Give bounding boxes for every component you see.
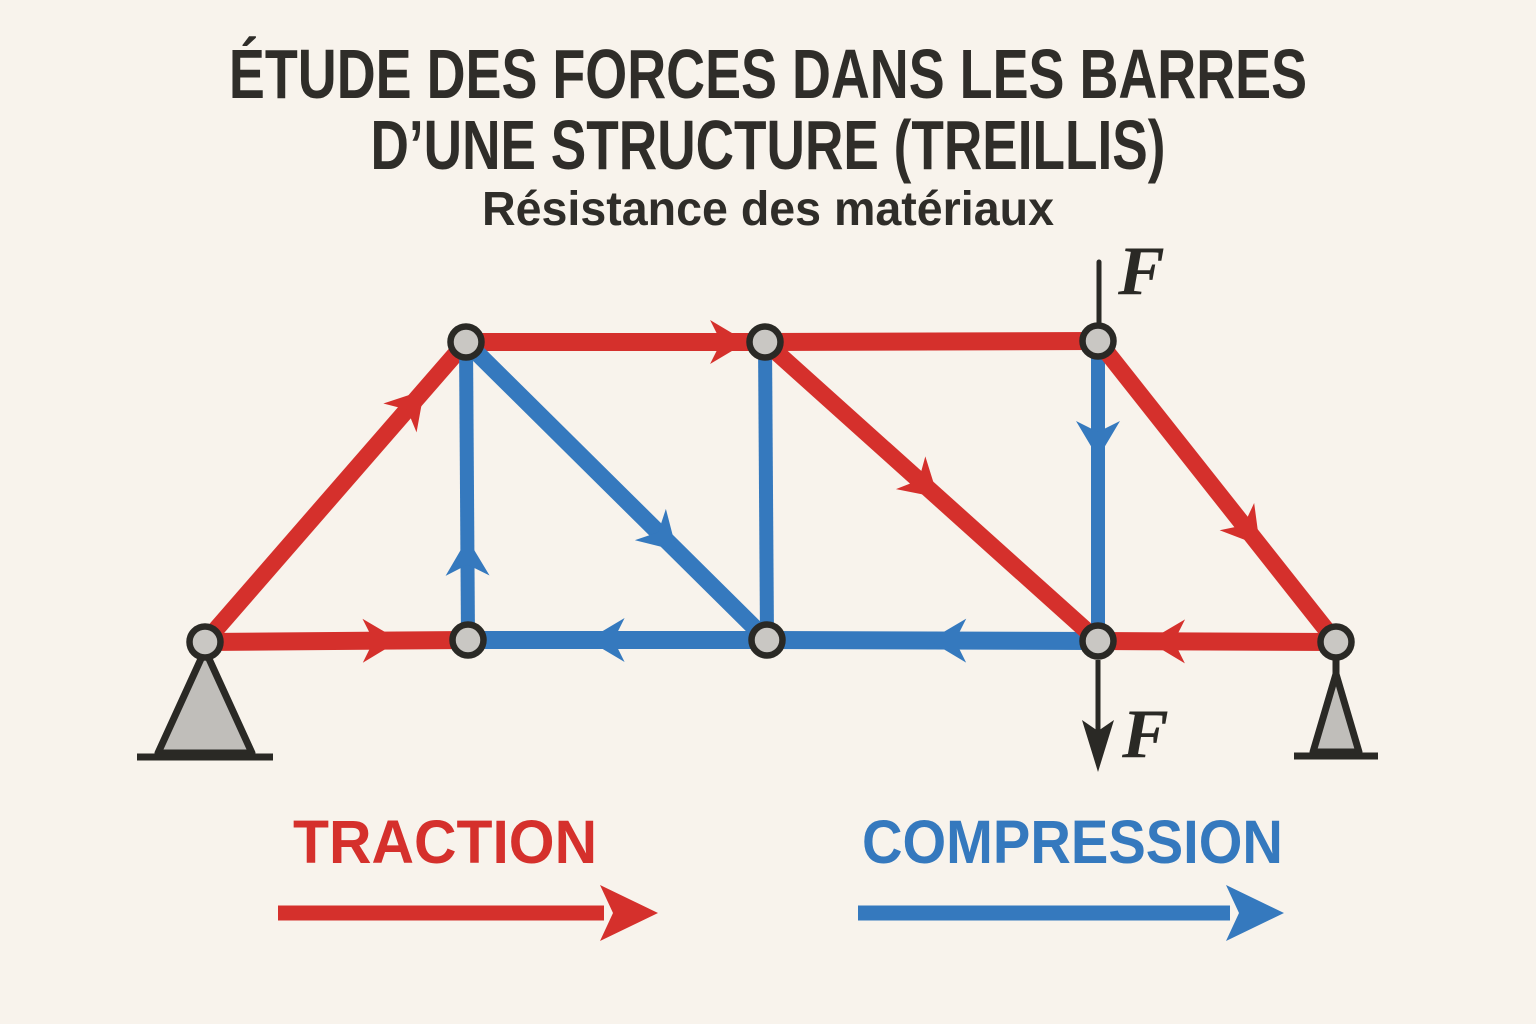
node-b1 xyxy=(449,621,487,659)
bottom-force-label: F xyxy=(1121,696,1169,773)
member-a-b1 xyxy=(204,631,469,651)
node-t1 xyxy=(447,323,485,361)
member-t3-e-arrowhead xyxy=(1219,503,1260,546)
member-t1-t2-arrowhead xyxy=(710,320,748,364)
member-a-t1 xyxy=(198,336,473,648)
member-a-b1-arrowhead xyxy=(362,618,400,663)
member-b2-b1-arrowhead xyxy=(587,618,625,662)
bottom-force-arrowhead xyxy=(1082,720,1114,772)
title-line-1: ÉTUDE DES FORCES DANS LES BARRES xyxy=(228,35,1308,113)
member-t1-b2-arrowhead xyxy=(634,508,677,551)
member-t1-b2 xyxy=(460,335,773,647)
node-b2 xyxy=(748,621,786,659)
right-roller-support-triangle xyxy=(1309,670,1363,756)
member-e-b3 xyxy=(1097,632,1337,651)
compression-arrow-head xyxy=(1226,885,1284,941)
member-e-b3-arrowhead xyxy=(1147,619,1186,664)
member-t2-b2 xyxy=(758,341,774,641)
member-t3-e xyxy=(1091,335,1343,648)
node-e xyxy=(1317,623,1355,661)
node-a xyxy=(186,623,224,661)
left-pin-support-triangle xyxy=(154,646,256,757)
node-b3 xyxy=(1079,622,1117,660)
member-b3-b2-arrowhead xyxy=(929,618,967,663)
member-a-t1-arrowhead xyxy=(383,390,425,433)
node-t2 xyxy=(746,323,784,361)
top-force-label: F xyxy=(1117,233,1165,310)
member-t2-t3 xyxy=(764,332,1099,351)
member-t2-b3-arrowhead xyxy=(895,456,939,498)
compression-legend-label: COMPRESSION xyxy=(862,808,1283,876)
member-b1-t1 xyxy=(459,341,475,641)
subtitle: Résistance des matériaux xyxy=(482,183,1054,236)
member-b1-t1-arrowhead xyxy=(445,538,490,576)
node-t3 xyxy=(1079,322,1117,360)
member-t3-b3-arrowhead xyxy=(1076,421,1120,458)
traction-arrow-head xyxy=(600,885,658,941)
title-line-2: D’UNE STRUCTURE (TREILLIS) xyxy=(370,106,1166,184)
traction-legend-label: TRACTION xyxy=(293,808,598,876)
